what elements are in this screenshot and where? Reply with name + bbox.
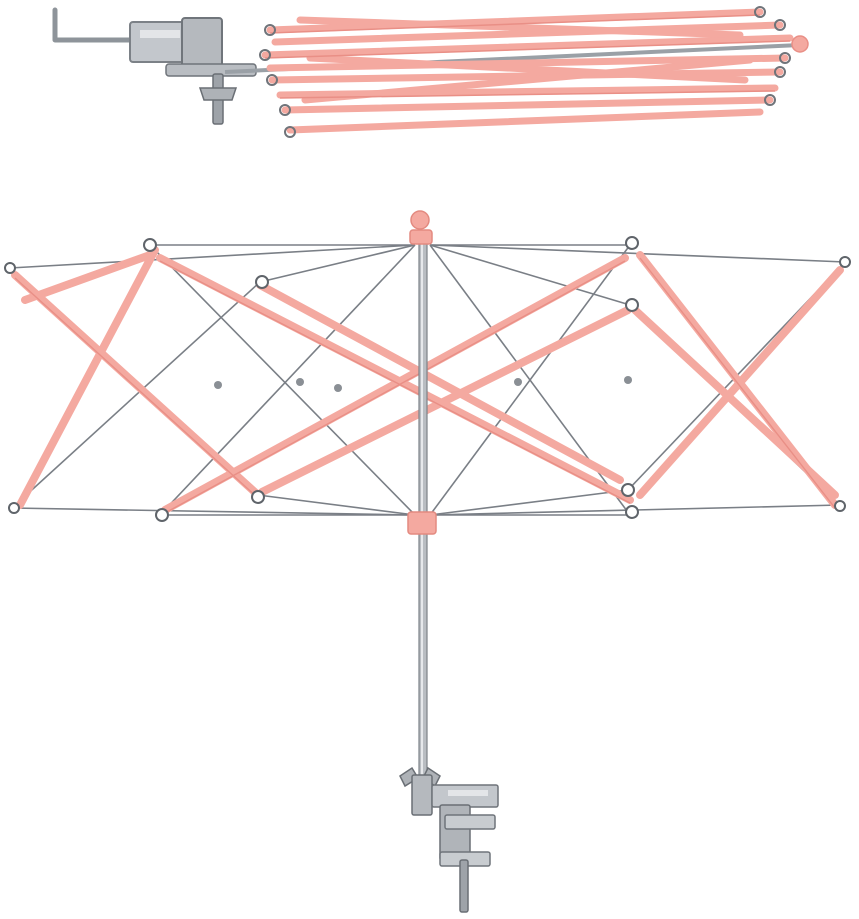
folded-arms [261, 8, 794, 134]
top-cap [409, 210, 433, 245]
lower-hub [407, 511, 437, 535]
open-yarn-swift [4, 210, 851, 913]
arm-hooks [4, 236, 851, 522]
folded-yarn-swift [52, 6, 809, 138]
table-clamp [399, 766, 499, 913]
